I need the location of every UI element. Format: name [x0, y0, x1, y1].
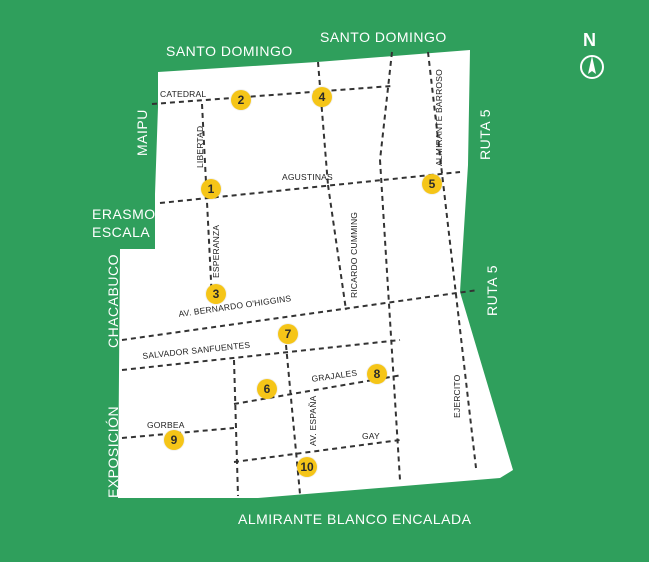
label-gorbea: GORBEA — [147, 420, 185, 430]
street-grajales — [233, 374, 403, 405]
marker-7[interactable]: 7 — [278, 324, 298, 344]
label-almirante-barroso: ALMIRANTE BARROSO — [434, 69, 444, 166]
marker-9[interactable]: 9 — [164, 430, 184, 450]
street-gay — [233, 439, 401, 463]
label-ruta5-north: RUTA 5 — [477, 109, 493, 160]
street-catedral — [151, 85, 393, 105]
label-libertad: LIBERTAD — [195, 125, 205, 168]
label-exposicion: EXPOSICIÓN — [105, 405, 121, 498]
marker-3[interactable]: 3 — [206, 284, 226, 304]
label-maipu: MAIPU — [134, 109, 150, 156]
label-chacabuco: CHACABUCO — [105, 254, 121, 348]
label-almirante-blanco-encalada: ALMIRANTE BLANCO ENCALADA — [238, 511, 472, 527]
street-ohiggins — [121, 289, 479, 341]
marker-10[interactable]: 10 — [297, 457, 317, 477]
marker-4[interactable]: 4 — [312, 87, 332, 107]
street-ejercito — [427, 51, 477, 469]
north-letter: N — [583, 30, 596, 50]
label-agustinas: AGUSTINAS — [282, 172, 333, 182]
marker-8[interactable]: 8 — [367, 364, 387, 384]
label-gay: GAY — [362, 431, 380, 441]
label-erasmo: ERASMO — [92, 206, 156, 222]
label-ejercito: EJERCITO — [452, 374, 462, 418]
compass-rose-icon — [580, 55, 604, 79]
marker-2[interactable]: 2 — [231, 90, 251, 110]
neighborhood-area — [118, 50, 513, 498]
compass: N — [577, 30, 611, 86]
label-espana: AV. ESPAÑA — [308, 395, 318, 446]
street-ricardo-cumming — [327, 184, 347, 311]
label-santo-domingo-west: SANTO DOMINGO — [166, 43, 293, 59]
label-escala: ESCALA — [92, 224, 151, 240]
street-almirante-barroso — [379, 51, 393, 161]
street-west-vertical — [233, 359, 239, 497]
street-sanfuentes — [121, 339, 401, 371]
marker-5[interactable]: 5 — [422, 174, 442, 194]
street-libertad — [201, 103, 213, 301]
marker-6[interactable]: 6 — [257, 379, 277, 399]
label-santo-domingo-east: SANTO DOMINGO — [320, 29, 447, 45]
street-santo-domingo-cross — [317, 61, 329, 186]
street-espana — [285, 344, 301, 495]
marker-1[interactable]: 1 — [201, 179, 221, 199]
label-esperanza: ESPERANZA — [211, 224, 221, 278]
label-ricardo-cumming: RICARDO CUMMING — [349, 211, 359, 298]
label-ruta5-south: RUTA 5 — [484, 265, 500, 316]
label-catedral: CATEDRAL — [160, 89, 207, 99]
